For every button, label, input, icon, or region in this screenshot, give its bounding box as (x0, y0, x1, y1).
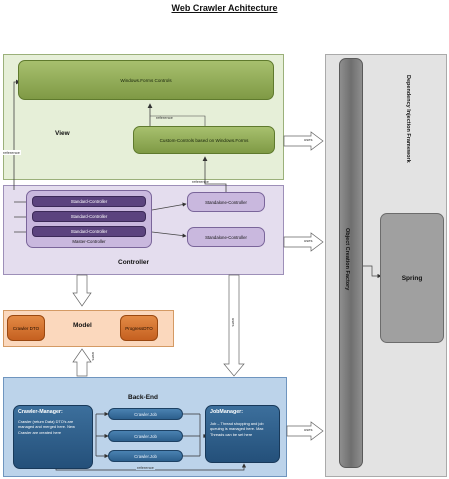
uses-label-backend-model: uses (91, 352, 96, 361)
model-layer-label: Model (73, 322, 92, 329)
windows-forms-controls-label: Windows.Forms Controls (120, 77, 172, 83)
crawler-manager-text: Crawler (return Data) DTO's are managed … (18, 419, 75, 435)
controller-reference-label: reference (192, 179, 209, 184)
controller-to-model-arrow (72, 274, 92, 307)
standard-controller-2: Standard-Controller (32, 211, 146, 222)
crawler-job-label: Crawler.Job (134, 453, 157, 459)
standalone-controller-2: Standalone-Controller (187, 227, 265, 247)
standard-controller-1: Standard-Controller (32, 196, 146, 207)
backend-uses-arrow (286, 421, 324, 441)
backend-to-model-arrow (72, 348, 92, 377)
job-manager-text: Job – Thread shopping and job queuing is… (210, 421, 264, 437)
crawler-manager-box: Crawler-Manager: Crawler (return Data) D… (13, 405, 93, 469)
uses-label-controller: uses (304, 238, 313, 243)
uses-label-backend: uses (304, 427, 313, 432)
custom-controls-box: Custom-Controls based on Windows.Forms (133, 126, 275, 154)
standard-controller-label: Standard-Controller (70, 199, 108, 204)
job-manager-title: JobManager: (210, 409, 243, 415)
backend-reference-label: reference (136, 465, 155, 470)
controller-uses-arrow (283, 232, 324, 252)
uses-label-view: uses (304, 137, 313, 142)
standalone-controller-label: Standalone-Controller (205, 234, 247, 240)
view-uses-arrow (283, 131, 324, 151)
spring-label: Spring (401, 274, 423, 282)
standalone-to-custom-line (202, 156, 227, 192)
spring-box: Spring (380, 213, 444, 343)
custom-ref-line (150, 115, 206, 126)
di-framework-title: Dependency Injection Framework (405, 75, 411, 163)
job-manager-box: JobManager: Job – Thread shopping and jo… (205, 405, 280, 463)
standalone-controller-1: Standalone-Controller (187, 192, 265, 212)
diagram-title: Web Crawler Achitecture (171, 3, 278, 13)
progress-dto-box: ProgressDTO (120, 315, 158, 341)
standard-controller-3: Standard-Controller (32, 226, 146, 237)
view-layer-label: View (55, 130, 70, 137)
crawler-dto-label: Crawler DTO (12, 325, 40, 331)
windows-forms-controls-box: Windows.Forms Controls (18, 60, 274, 100)
backend-layer-label: Back-End (128, 394, 158, 401)
object-creation-factory-bar (339, 58, 363, 468)
view-reference-label: reference (2, 150, 21, 155)
crawler-job-1: Crawler.Job (108, 408, 183, 420)
custom-reference-label: reference (156, 115, 173, 120)
object-creation-factory-label: Object Creation Factory (344, 228, 350, 291)
view-reference-line (13, 79, 21, 190)
custom-controls-label: Custom-Controls based on Windows.Forms (159, 137, 249, 143)
progress-dto-label: ProgressDTO (125, 325, 153, 331)
crawler-manager-title: Crawler-Manager: (18, 409, 63, 415)
standard-controller-label: Standard-Controller (70, 229, 108, 234)
controller-uses-backend-arrow (223, 274, 245, 377)
standalone-controller-label: Standalone-Controller (205, 199, 247, 205)
master-controller-label: Master-Controller (72, 239, 106, 244)
crawler-dto-box: Crawler DTO (7, 315, 45, 341)
uses-label-controller-backend: uses (231, 318, 236, 327)
controller-layer-label: Controller (118, 259, 150, 266)
crawler-job-label: Crawler.Job (134, 411, 157, 417)
crawler-job-2: Crawler.Job (108, 430, 183, 442)
standard-controller-label: Standard-Controller (70, 214, 108, 219)
crawler-job-label: Crawler.Job (134, 433, 157, 439)
crawler-job-3: Crawler.Job (108, 450, 183, 462)
